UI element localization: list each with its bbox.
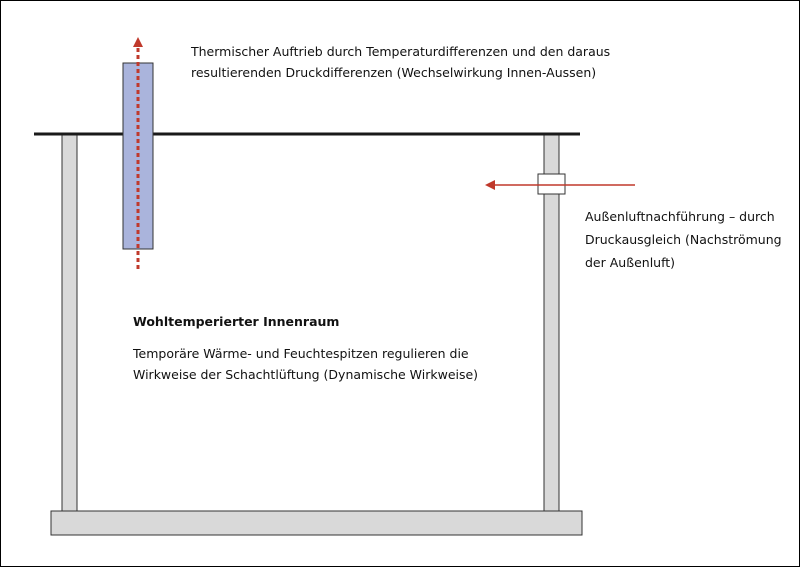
room-description: Temporäre Wärme- und Feuchtespitzen regu… — [133, 343, 478, 385]
room-title: Wohltemperierter Innenraum — [133, 314, 340, 329]
thermal-updraft-label: Thermischer Auftrieb durch Temperaturdif… — [191, 41, 610, 83]
outside-air-label-line: Außenluftnachführung – durch — [585, 209, 775, 224]
thermal-updraft-label-line: Thermischer Auftrieb durch Temperaturdif… — [191, 44, 611, 59]
outside-air-label: Außenluftnachführung – durch Druckausgle… — [585, 205, 782, 274]
outside-air-label-line: der Außenluft) — [585, 255, 676, 270]
room-description-line: Wirkweise der Schachtlüftung (Dynamische… — [133, 367, 479, 382]
air-inlet-opening — [537, 173, 566, 195]
outside-air-label-line: Druckausgleich (Nachströmung — [585, 232, 782, 247]
thermal-updraft-label-line: resultierenden Druckdifferenzen (Wechsel… — [191, 65, 597, 80]
room-description-line: Temporäre Wärme- und Feuchtespitzen regu… — [133, 346, 469, 361]
base-slab — [50, 510, 583, 536]
left-wall — [61, 134, 78, 512]
